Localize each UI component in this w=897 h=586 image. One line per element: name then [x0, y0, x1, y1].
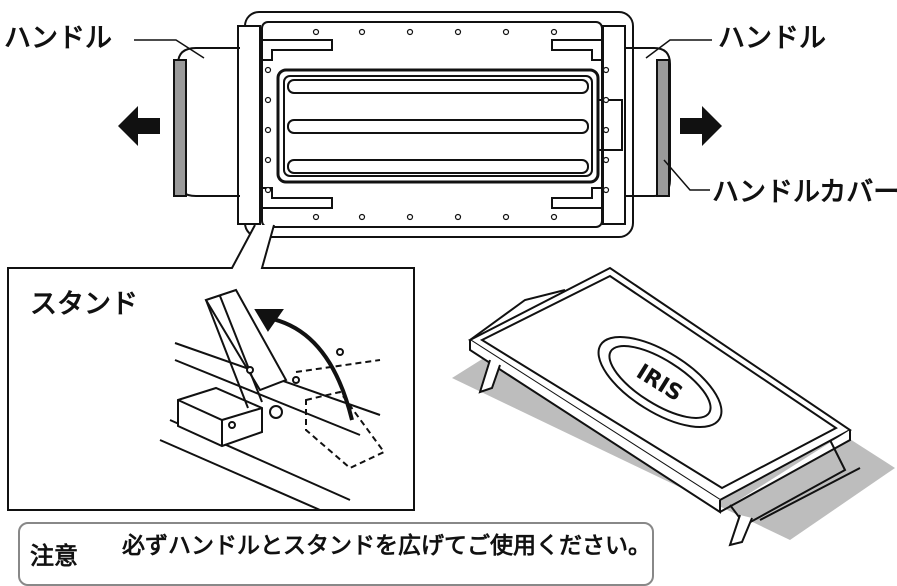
arrow-left-icon [118, 106, 160, 146]
handle-label-left: ハンドル [4, 23, 112, 54]
handle-cover-label: ハンドルカバー [712, 177, 897, 208]
caution-text: 必ずハンドルとスタンドを広げてご使用ください。 [122, 533, 651, 559]
diagram-canvas: IRIS [7, 11, 895, 547]
arrow-right-icon [680, 106, 722, 146]
caution-heading: 注意 [30, 542, 78, 570]
top-view-hotplate [237, 11, 634, 238]
screw-dots [264, 28, 610, 221]
stand-detail-inset [7, 224, 415, 511]
handle-label-right: ハンドル [718, 23, 826, 54]
stand-label: スタンド [30, 289, 138, 320]
perspective-hotplate: IRIS [452, 266, 895, 547]
left-handle [173, 47, 240, 197]
